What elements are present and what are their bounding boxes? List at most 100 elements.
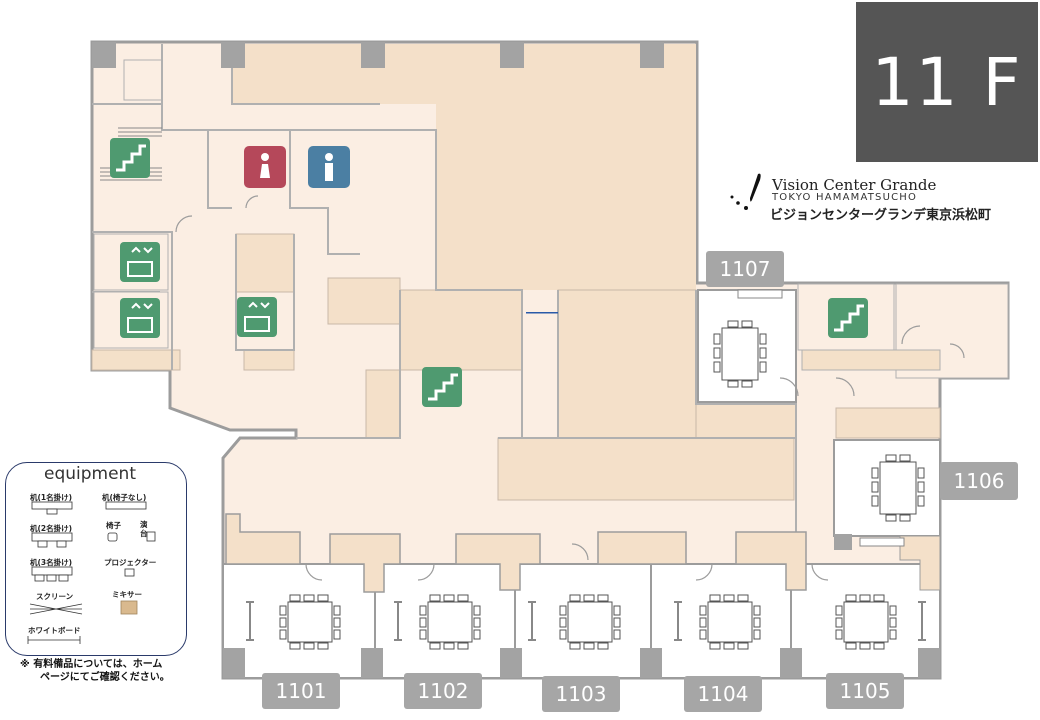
chair xyxy=(723,594,735,602)
chair xyxy=(737,594,749,602)
chair xyxy=(559,617,567,628)
chair xyxy=(713,361,721,373)
chair xyxy=(597,594,609,602)
elevator-icon xyxy=(120,242,160,282)
chair xyxy=(419,617,427,628)
stairs-icon xyxy=(110,138,150,178)
chair xyxy=(871,467,879,479)
chair xyxy=(889,629,897,640)
room-1102-table xyxy=(427,601,473,643)
chair xyxy=(859,594,871,602)
chair xyxy=(613,629,621,640)
chair xyxy=(917,467,925,479)
chair xyxy=(871,495,879,507)
room-label-1106[interactable]: 1106 xyxy=(940,462,1018,500)
chair xyxy=(699,617,707,628)
brand-logo: Vision Center Grande TOKYO HAMAMATSUCHO … xyxy=(726,170,1036,230)
chair xyxy=(727,320,739,328)
room-1101-table xyxy=(287,601,333,643)
chair xyxy=(709,642,721,650)
elevator-icon xyxy=(120,298,160,338)
chair xyxy=(835,617,843,628)
chair xyxy=(333,629,341,640)
door-strip-1106 xyxy=(859,537,905,547)
desk2-icon xyxy=(31,532,73,548)
legend-mixer-label: ミキサー xyxy=(112,590,142,599)
chair xyxy=(317,594,329,602)
hall-zone xyxy=(232,44,696,104)
room-1107-table xyxy=(721,327,759,381)
chair xyxy=(279,617,287,628)
room-label-1103[interactable]: 1103 xyxy=(542,676,620,712)
mens-restroom-icon xyxy=(308,146,350,188)
chair xyxy=(759,361,767,373)
chair xyxy=(885,454,897,462)
chair xyxy=(741,380,753,388)
chair xyxy=(723,642,735,650)
room-label-1107[interactable]: 1107 xyxy=(706,251,784,287)
chair xyxy=(279,629,287,640)
chair xyxy=(873,594,885,602)
chair xyxy=(457,594,469,602)
brand-jp-name: ビジョンセンターグランデ東京浜松町 xyxy=(770,208,992,223)
legend-desk-nochair-label: 机(椅子なし) xyxy=(102,493,147,502)
floor-badge: 11 F xyxy=(856,2,1038,162)
chair xyxy=(473,605,481,616)
room-label-1102[interactable]: 1102 xyxy=(404,673,482,709)
chair xyxy=(457,642,469,650)
room-1104-table xyxy=(707,601,753,643)
chair xyxy=(899,454,911,462)
stairs-icon xyxy=(422,367,462,407)
core-zone-j xyxy=(835,407,941,439)
brand-mark-icon xyxy=(730,173,761,210)
chair xyxy=(613,605,621,616)
chair xyxy=(845,594,857,602)
room-screens xyxy=(246,601,926,641)
chair xyxy=(889,605,897,616)
floor-label: 11 F xyxy=(871,43,1023,121)
chair xyxy=(759,347,767,359)
chair xyxy=(759,333,767,345)
chair xyxy=(753,617,761,628)
core-zone-d xyxy=(327,277,401,325)
chair xyxy=(871,481,879,493)
room-label-1105[interactable]: 1105 xyxy=(826,673,904,709)
stairs-icon xyxy=(828,298,868,338)
chair xyxy=(289,594,301,602)
chair xyxy=(443,642,455,650)
core-zone-f xyxy=(235,233,295,293)
legend-whiteboard-label: ホワイトボード xyxy=(28,626,81,635)
chair xyxy=(753,605,761,616)
legend-projector-label: プロジェクター xyxy=(104,558,157,567)
chair xyxy=(709,594,721,602)
chair xyxy=(569,642,581,650)
legend-stage-label: 演 台 xyxy=(140,520,148,538)
equipment-note: ※ 有料備品については、ホーム ページにてご確認ください。 xyxy=(20,658,170,684)
legend-title: equipment xyxy=(40,464,140,484)
core-zone-h xyxy=(243,349,295,371)
chair xyxy=(279,605,287,616)
storage-box xyxy=(123,59,163,101)
chair xyxy=(727,380,739,388)
chair xyxy=(713,333,721,345)
chair xyxy=(289,642,301,650)
chair xyxy=(429,594,441,602)
room-entry-bumps xyxy=(225,513,807,593)
chair xyxy=(917,495,925,507)
legend-desk3-label: 机(3名掛け) xyxy=(30,558,73,567)
chair xyxy=(613,617,621,628)
legend-desk2-label: 机(2名掛け) xyxy=(30,524,73,533)
room-label-1104[interactable]: 1104 xyxy=(684,676,762,712)
legend-desk1-label: 机(1名掛け) xyxy=(30,493,73,502)
chair xyxy=(583,642,595,650)
womens-restroom-icon xyxy=(244,146,286,188)
chair xyxy=(303,642,315,650)
chair xyxy=(597,642,609,650)
projector-icon xyxy=(124,568,135,577)
room-tables xyxy=(279,320,925,650)
chair xyxy=(559,605,567,616)
chair xyxy=(885,514,897,522)
chair xyxy=(699,629,707,640)
room-label-1101[interactable]: 1101 xyxy=(262,673,340,709)
